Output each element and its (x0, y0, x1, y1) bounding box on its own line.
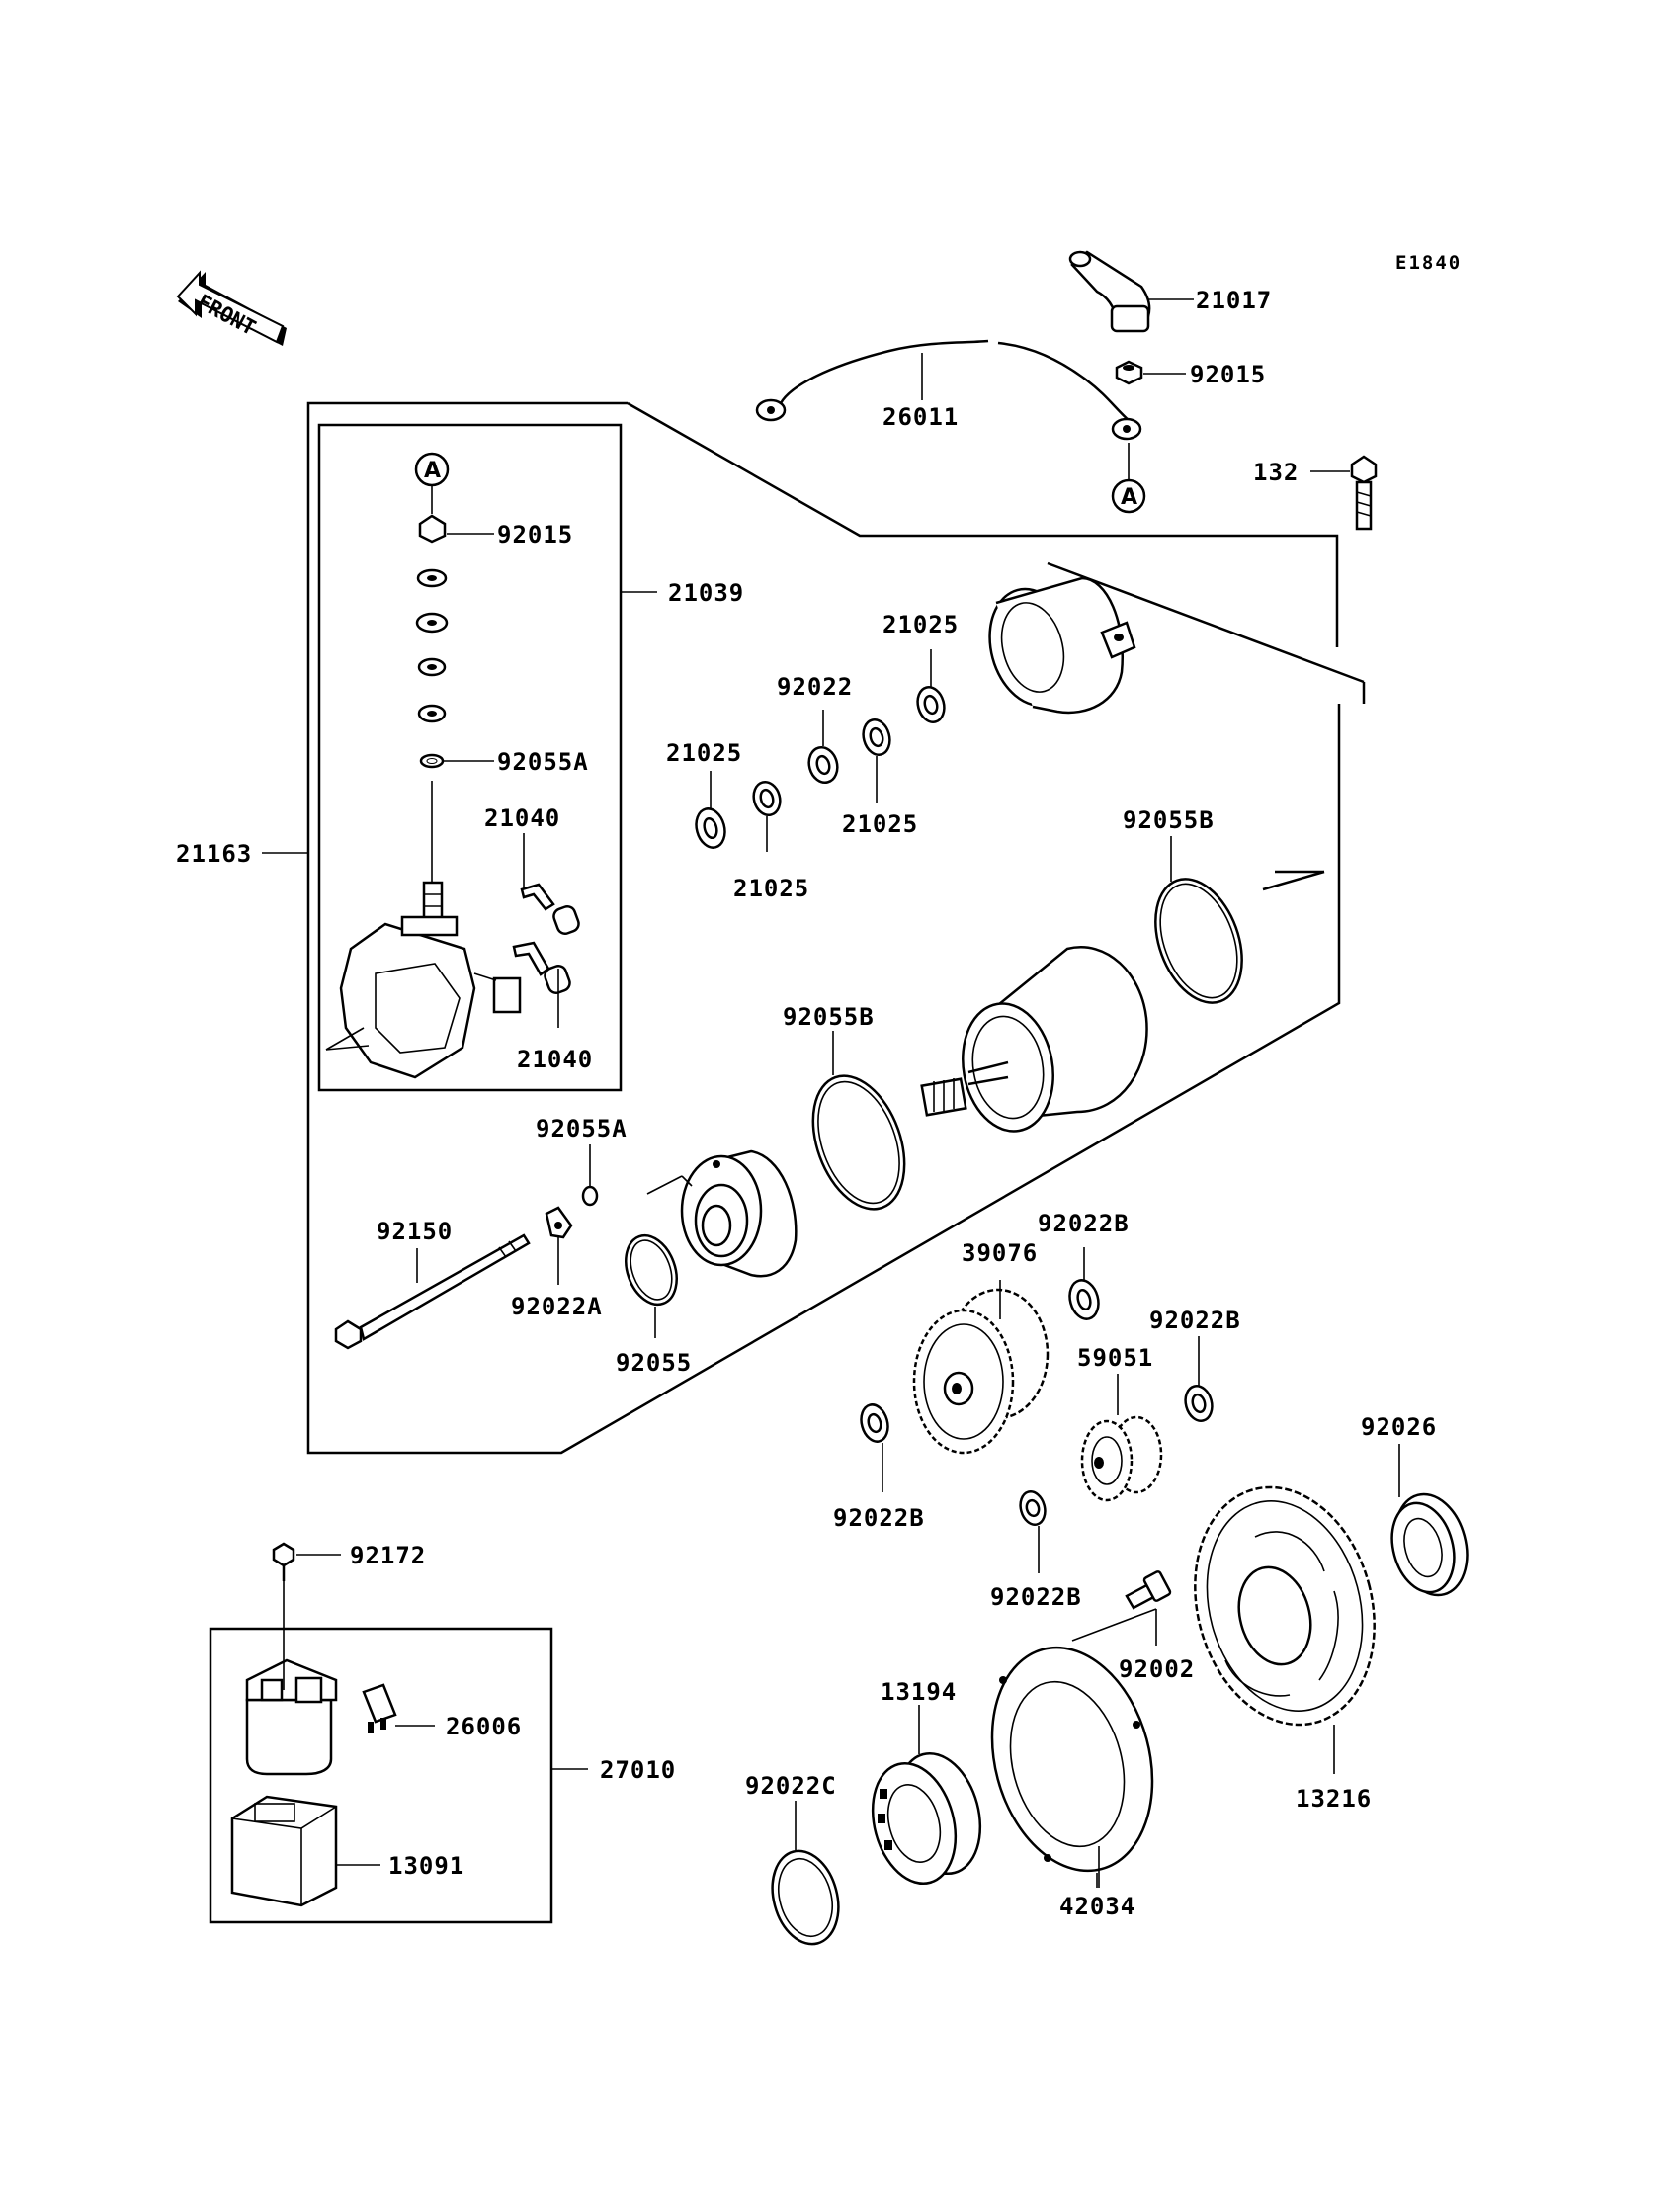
nut-92015-top (1115, 360, 1143, 385)
label-92150: 92150 (377, 1218, 453, 1245)
label-92022b-d: 92022B (990, 1583, 1082, 1611)
label-92026: 92026 (1361, 1413, 1437, 1441)
label-92022b-c: 92022B (833, 1504, 925, 1532)
label-21040-lower: 21040 (517, 1046, 593, 1073)
label-21040-upper: 21040 (484, 804, 560, 832)
label-21025-a: 21025 (882, 611, 959, 638)
part-labels: 21017 92015 26011 132 92015 21039 92055A… (176, 287, 1437, 1920)
bolt-132 (1350, 455, 1378, 531)
brush-holder-stack (325, 514, 580, 1079)
reduction-gear-59051 (1080, 1415, 1163, 1502)
connector-mark-a-brush: A (414, 452, 450, 514)
label-92022b-b: 92022B (1149, 1307, 1241, 1334)
label-92055a-lower: 92055A (536, 1115, 628, 1142)
svg-text:A: A (1121, 485, 1137, 510)
label-26011: 26011 (882, 403, 959, 431)
oil-seal-92026 (1390, 1492, 1469, 1597)
starter-relay-box (209, 1627, 553, 1924)
starter-yoke (920, 946, 1148, 1133)
label-92055b-left: 92055B (783, 1003, 875, 1031)
svg-text:A: A (424, 459, 441, 483)
one-way-clutch-13194 (871, 1751, 982, 1886)
through-bolt-92150 (334, 1233, 531, 1350)
label-21039: 21039 (668, 579, 744, 607)
label-59051: 59051 (1077, 1344, 1153, 1372)
o-ring-92055b-right (1154, 878, 1243, 1004)
starter-clutch-gear-13216 (1194, 1485, 1376, 1727)
brush-holder-kit-box (317, 423, 623, 1092)
label-21025-d: 21025 (733, 875, 809, 902)
label-92022: 92022 (777, 673, 853, 701)
label-21025-b: 21025 (842, 810, 918, 838)
idle-gear-39076 (912, 1288, 1050, 1455)
starter-clutch-housing-42034 (990, 1646, 1154, 1873)
label-92022c: 92022C (745, 1772, 837, 1800)
shim-washers (695, 686, 946, 849)
label-92015-brush: 92015 (497, 521, 573, 549)
label-42034: 42034 (1059, 1893, 1135, 1920)
label-26006: 26006 (446, 1713, 522, 1740)
label-21163: 21163 (176, 840, 252, 868)
label-92015-top: 92015 (1190, 361, 1266, 388)
label-92055a-upper: 92055A (497, 748, 589, 776)
label-13194: 13194 (881, 1678, 957, 1706)
label-92002: 92002 (1119, 1655, 1195, 1683)
label-21025-c: 21025 (666, 739, 742, 767)
connector-mark-a-cable: A (1111, 443, 1146, 514)
diagram-code: E1840 (1395, 252, 1462, 274)
fuse-26006 (362, 1683, 397, 1733)
starter-relay (245, 1542, 338, 1776)
label-13216: 13216 (1296, 1785, 1372, 1813)
terminal-cap (1068, 250, 1151, 333)
label-132: 132 (1253, 459, 1299, 486)
washers-92022b (860, 1279, 1214, 1526)
starter-motor-assembly-outline (306, 401, 1341, 1455)
label-27010: 27010 (600, 1756, 676, 1784)
o-ring-92055 (625, 1233, 678, 1307)
relay-case-13091 (230, 1795, 338, 1907)
o-ring-92055b-left (811, 1074, 906, 1211)
washer-92022c (771, 1849, 840, 1946)
label-92055: 92055 (616, 1349, 692, 1377)
label-92172: 92172 (350, 1542, 426, 1569)
front-direction-arrow: FRONT (176, 270, 287, 346)
label-13091: 13091 (388, 1852, 464, 1880)
label-21017: 21017 (1196, 287, 1272, 314)
label-92055b-right: 92055B (1123, 806, 1215, 834)
label-92022b-a: 92022B (1038, 1210, 1130, 1237)
leader-lines (262, 298, 1400, 1888)
front-end-cover (646, 1149, 798, 1278)
o-ring-92055a-lower (581, 1185, 599, 1207)
rear-end-cover (988, 576, 1136, 715)
bolt-92002 (1125, 1570, 1172, 1610)
label-92022a: 92022A (511, 1293, 603, 1320)
label-39076: 39076 (962, 1239, 1038, 1267)
starter-cable (755, 339, 1142, 441)
